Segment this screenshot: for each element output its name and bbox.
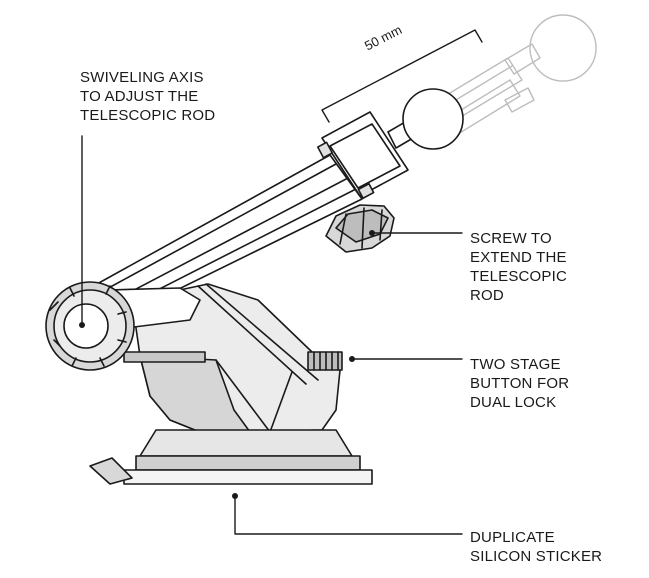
suction-base bbox=[89, 429, 373, 485]
callout-button: TWO STAGE BUTTON FOR DUAL LOCK bbox=[470, 355, 569, 412]
telescopic-rod bbox=[96, 111, 421, 314]
extension-screw-knob bbox=[325, 204, 395, 253]
two-stage-button bbox=[307, 351, 343, 371]
callout-line: TELESCOPIC ROD bbox=[80, 107, 216, 124]
ball-head bbox=[402, 88, 464, 150]
dimension-bracket bbox=[321, 29, 483, 123]
leader-dots bbox=[79, 230, 375, 499]
ghost-ball-head bbox=[529, 14, 597, 82]
callout-line: BUTTON FOR bbox=[470, 375, 570, 392]
callout-screw: SCREW TO EXTEND THE TELESCOPIC ROD bbox=[470, 229, 567, 305]
release-tab bbox=[89, 457, 133, 485]
callout-line: DUAL LOCK bbox=[470, 394, 557, 411]
callout-line: SWIVELING AXIS bbox=[80, 69, 204, 86]
callout-line: TELESCOPIC bbox=[470, 268, 568, 285]
callout-line: SILICON STICKER bbox=[470, 548, 603, 565]
callout-line: ROD bbox=[470, 287, 504, 304]
mount-body bbox=[107, 283, 341, 433]
callout-line: SCREW TO bbox=[470, 230, 552, 247]
leader-lines bbox=[81, 135, 463, 535]
leader-sticker bbox=[234, 495, 463, 535]
callout-line: EXTEND THE bbox=[470, 249, 567, 266]
callout-line: DUPLICATE bbox=[470, 529, 555, 546]
callout-line: TWO STAGE bbox=[470, 356, 561, 373]
callout-sticker: DUPLICATE SILICON STICKER bbox=[470, 528, 602, 566]
swivel-knob bbox=[45, 281, 135, 371]
callout-swivel-axis: SWIVELING AXIS TO ADJUST THE TELESCOPIC … bbox=[80, 68, 215, 125]
callout-line: TO ADJUST THE bbox=[80, 88, 199, 105]
